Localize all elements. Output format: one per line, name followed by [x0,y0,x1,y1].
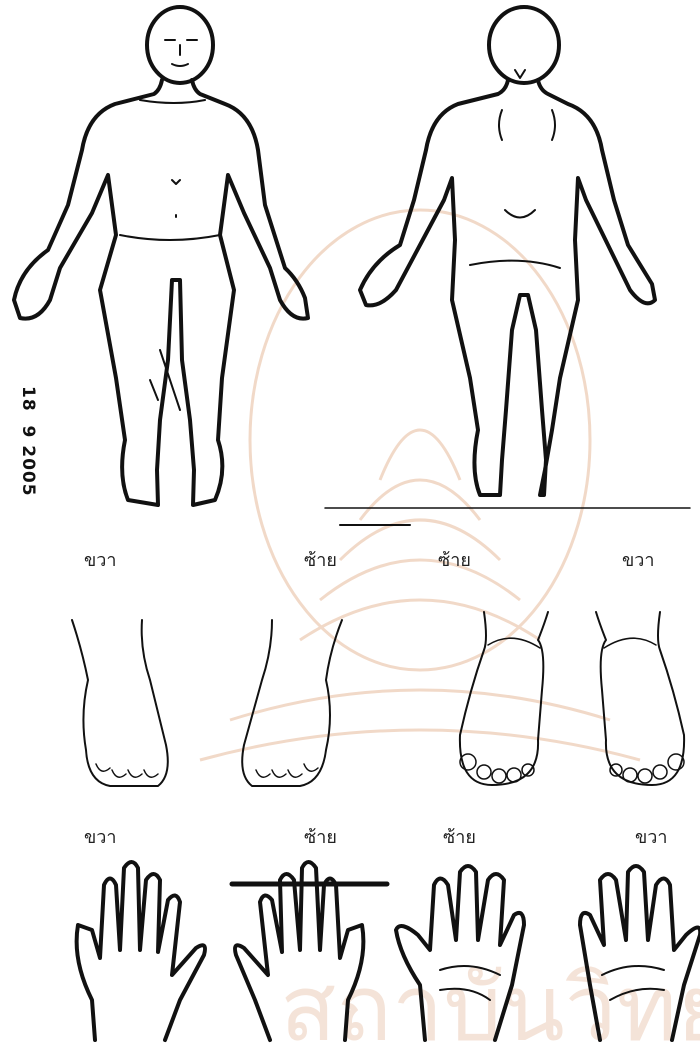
body-front-icon [14,7,308,505]
label-right-front: ขวา [84,545,117,574]
foot-dorsal-right-icon [72,620,168,786]
label-left-palm: ซ้าย [443,822,476,851]
label-left-hand-back: ซ้าย [304,822,337,851]
label-right-palm: ขวา [635,822,668,851]
hand-back-right-icon [77,862,205,1040]
label-left-back: ซ้าย [438,545,471,574]
label-right-hand-back: ขวา [84,822,117,851]
date-stamp: 18 9 2005 [18,386,38,497]
body-back-icon [360,7,655,495]
label-right-back: ขวา [622,545,655,574]
label-left-front: ซ้าย [304,545,337,574]
